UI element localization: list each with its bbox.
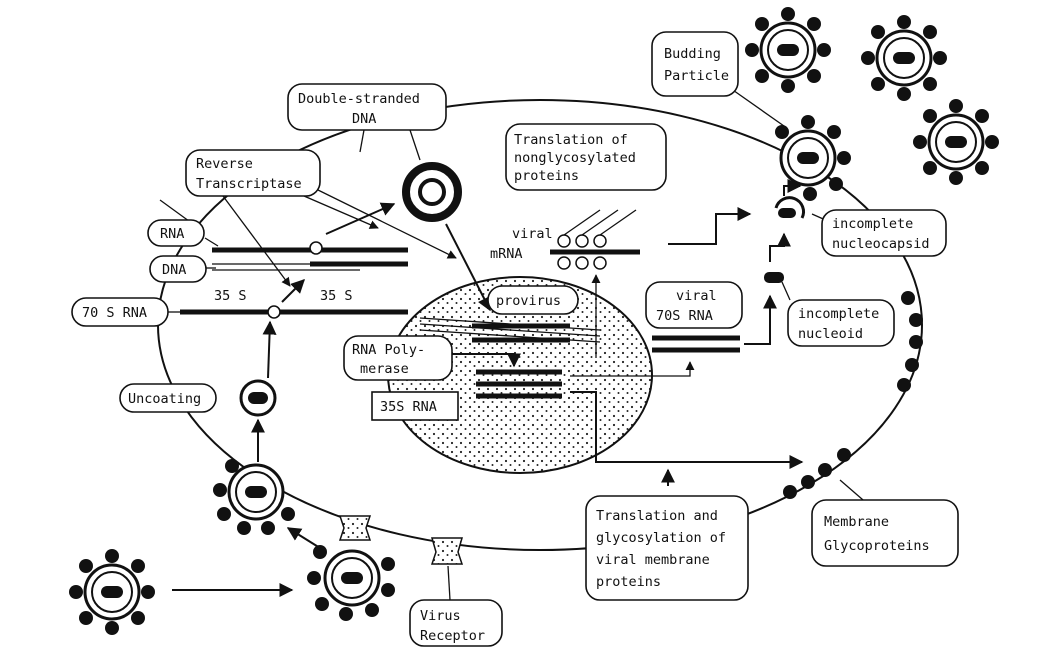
svg-text:viral membrane: viral membrane: [596, 552, 710, 568]
released-virus-1: [745, 7, 831, 93]
svg-text:provirus: provirus: [496, 293, 561, 309]
uncoated-core: [239, 379, 277, 417]
label-rna-polymerase: RNA Poly- merase: [343, 335, 453, 381]
label-35s-right: 35 S: [320, 288, 353, 304]
label-uncoating: Uncoating: [119, 383, 217, 413]
svg-text:RNA: RNA: [160, 226, 184, 242]
label-reverse-transcriptase: Reverse Transcriptase: [185, 149, 321, 197]
budding-virus: [775, 115, 851, 201]
svg-text:Translation and: Translation and: [596, 508, 718, 524]
svg-text:35S RNA: 35S RNA: [380, 399, 437, 415]
label-budding-particle: Budding Particle: [651, 31, 739, 97]
label-35s-rna: 35S RNA: [371, 391, 459, 421]
membrane-glycoprotein-dots: [783, 291, 923, 499]
label-virus-receptor: Virus Receptor: [409, 599, 503, 647]
svg-text:proteins: proteins: [596, 574, 661, 590]
svg-text:mRNA: mRNA: [490, 246, 523, 262]
label-viral-70s-rna: viral 70S RNA: [645, 281, 743, 329]
label-dna: DNA: [149, 255, 207, 283]
virus-binding-receptor: [307, 545, 395, 621]
label-translation-glycosylation: Translation and glycosylation of viral m…: [585, 495, 749, 601]
svg-text:DNA: DNA: [162, 262, 186, 278]
leader-lines: [155, 87, 871, 601]
svg-text:glycosylation of: glycosylation of: [596, 530, 726, 546]
svg-text:RNA Poly-: RNA Poly-: [352, 342, 425, 358]
svg-text:Double-stranded: Double-stranded: [298, 91, 420, 107]
svg-text:70 S RNA: 70 S RNA: [82, 305, 147, 321]
svg-text:viral: viral: [512, 226, 553, 242]
released-virus-2: [861, 15, 947, 101]
label-70s-rna: 70 S RNA: [71, 297, 169, 327]
label-incomplete-nucleocapsid: incomplete nucleocapsid: [821, 209, 947, 257]
svg-text:70S RNA: 70S RNA: [656, 308, 713, 324]
entering-virus: [213, 459, 295, 535]
svg-text:Virus: Virus: [420, 608, 461, 624]
label-35s-left: 35 S: [214, 288, 247, 304]
circular-dsdna: [402, 162, 462, 222]
svg-text:nucleocapsid: nucleocapsid: [832, 236, 930, 252]
svg-text:Uncoating: Uncoating: [128, 391, 201, 407]
svg-text:Glycoproteins: Glycoproteins: [824, 538, 930, 554]
svg-text:proteins: proteins: [514, 168, 579, 184]
svg-text:Membrane: Membrane: [824, 514, 889, 530]
label-membrane-glycoproteins: Membrane Glycoproteins: [811, 499, 959, 567]
label-double-stranded-dna: Double-stranded DNA: [287, 83, 447, 131]
svg-text:merase: merase: [360, 361, 409, 377]
svg-text:Receptor: Receptor: [420, 628, 485, 644]
incomplete-nucleocapsid-shape: [774, 196, 805, 219]
extracellular-virus: [69, 549, 155, 635]
svg-text:DNA: DNA: [352, 111, 376, 127]
viral-mrna-ribosomes: [550, 209, 640, 270]
svg-text:nucleoid: nucleoid: [798, 326, 863, 342]
released-virus-3: [913, 99, 999, 185]
svg-text:viral: viral: [676, 288, 717, 304]
svg-text:Reverse: Reverse: [196, 156, 253, 172]
provirus-dna: [419, 317, 601, 399]
svg-text:Transcriptase: Transcriptase: [196, 176, 302, 192]
viral-70s-rna-strands: [652, 335, 740, 353]
svg-text:Particle: Particle: [664, 68, 729, 84]
label-translation-nonglycosylated: Translation of nonglycosylated proteins: [505, 123, 667, 191]
svg-text:nonglycosylated: nonglycosylated: [514, 150, 636, 166]
label-rna: RNA: [147, 219, 205, 247]
label-provirus: provirus: [487, 285, 579, 315]
rna-dna-strands: [180, 241, 408, 319]
incomplete-nucleoid-shape: [764, 272, 784, 283]
svg-text:incomplete: incomplete: [798, 306, 879, 322]
label-viral-mrna: viral mRNA: [490, 226, 553, 262]
virus-receptor-shapes: [338, 515, 464, 565]
label-incomplete-nucleoid: incomplete nucleoid: [787, 299, 895, 347]
svg-text:incomplete: incomplete: [832, 216, 913, 232]
process-arrows: [172, 179, 804, 597]
svg-text:Translation of: Translation of: [514, 132, 628, 148]
svg-text:Budding: Budding: [664, 46, 721, 62]
